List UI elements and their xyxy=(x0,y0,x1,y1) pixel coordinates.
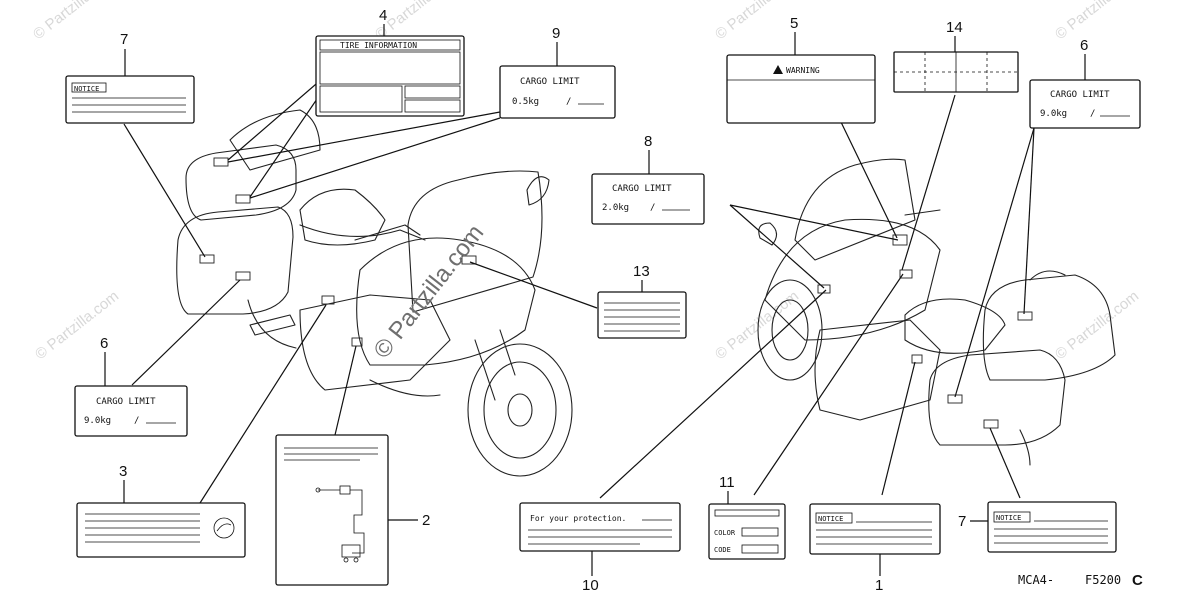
watermark: © Partzilla.com xyxy=(712,0,802,43)
diagram-code-suffix: C xyxy=(1132,572,1143,589)
notice-text: NOTICE xyxy=(818,515,843,523)
callout-7: 7 xyxy=(958,513,966,530)
callout-14: 14 xyxy=(946,19,963,36)
callout-1: 1 xyxy=(875,577,883,594)
cargo-limit-text: CARGO LIMIT xyxy=(1050,90,1110,100)
callout-13: 13 xyxy=(633,263,650,280)
label-8-cargo-limit: CARGO LIMIT 2.0kg / xyxy=(591,173,705,225)
callout-4: 4 xyxy=(379,7,387,24)
slash-text: / xyxy=(566,97,571,107)
callout-9: 9 xyxy=(552,25,560,42)
callouts: 7 4 9 5 14 6 8 13 6 3 2 11 10 xyxy=(100,7,1088,594)
watermark: © Partzilla.com xyxy=(712,288,802,364)
label-6-cargo-limit-left: CARGO LIMIT 9.0kg / xyxy=(74,385,188,437)
label-5-warning: WARNING xyxy=(726,54,876,124)
watermark: © Partzilla.com xyxy=(32,288,122,364)
label-1-notice: NOTICE xyxy=(809,503,941,555)
slash-text: / xyxy=(134,416,139,426)
callout-2: 2 xyxy=(422,512,430,529)
label-7-notice-left: NOTICE xyxy=(65,75,195,124)
watermark: © Partzilla.com xyxy=(30,0,120,43)
callout-3: 3 xyxy=(119,463,127,480)
label-14-grid xyxy=(893,51,1019,93)
notice-text: NOTICE xyxy=(74,85,99,93)
color-text: COLOR xyxy=(714,529,736,537)
left-motorcycle-illustration xyxy=(176,109,573,477)
callout-7: 7 xyxy=(120,31,128,48)
label-4-tire-information: TIRE INFORMATION xyxy=(315,35,465,117)
center-watermark: © Partzilla.com xyxy=(368,220,489,364)
code-text: CODE xyxy=(714,546,731,554)
watermark: © Partzilla.com xyxy=(1052,0,1142,43)
cargo-weight-text: 2.0kg xyxy=(602,203,629,213)
callout-10: 10 xyxy=(582,577,599,594)
slash-text: / xyxy=(650,203,655,213)
right-motorcycle-illustration xyxy=(757,158,1116,466)
label-9-cargo-limit: CARGO LIMIT 0.5kg / xyxy=(499,65,616,119)
leader-lines xyxy=(123,71,1035,504)
notice-text: NOTICE xyxy=(996,514,1021,522)
diagram-reference-code: MCA4- F5200 C xyxy=(1018,572,1143,589)
label-11-color-code: COLOR CODE xyxy=(708,503,786,560)
cargo-weight-text: 0.5kg xyxy=(512,97,539,107)
callout-6: 6 xyxy=(1080,37,1088,54)
callout-11: 11 xyxy=(719,474,735,491)
tire-information-text: TIRE INFORMATION xyxy=(340,41,417,50)
warning-triangle-icon xyxy=(773,65,783,74)
diagram-code-right: F5200 xyxy=(1085,573,1121,587)
cargo-limit-text: CARGO LIMIT xyxy=(612,184,672,194)
cargo-limit-text: CARGO LIMIT xyxy=(96,397,156,407)
callout-5: 5 xyxy=(790,15,798,32)
warning-text: WARNING xyxy=(786,66,820,75)
diagram-code-left: MCA4- xyxy=(1018,573,1054,587)
brand-wing-icon xyxy=(213,517,235,539)
cargo-weight-text: 9.0kg xyxy=(1040,109,1067,119)
cargo-weight-text: 9.0kg xyxy=(84,416,111,426)
label-10-for-your-protection: For your protection. xyxy=(519,502,681,552)
label-13 xyxy=(597,291,687,339)
label-6-cargo-limit-right: CARGO LIMIT 9.0kg / xyxy=(1029,79,1141,129)
watermark: © Partzilla.com xyxy=(1052,288,1142,364)
slash-text: / xyxy=(1090,109,1095,119)
label-3 xyxy=(76,502,246,558)
cargo-limit-text: CARGO LIMIT xyxy=(520,77,580,87)
label-2-wiring xyxy=(275,434,389,586)
callout-8: 8 xyxy=(644,133,652,150)
for-your-protection-text: For your protection. xyxy=(530,514,626,523)
label-7-notice-right: NOTICE xyxy=(987,501,1117,553)
callout-6: 6 xyxy=(100,335,108,352)
